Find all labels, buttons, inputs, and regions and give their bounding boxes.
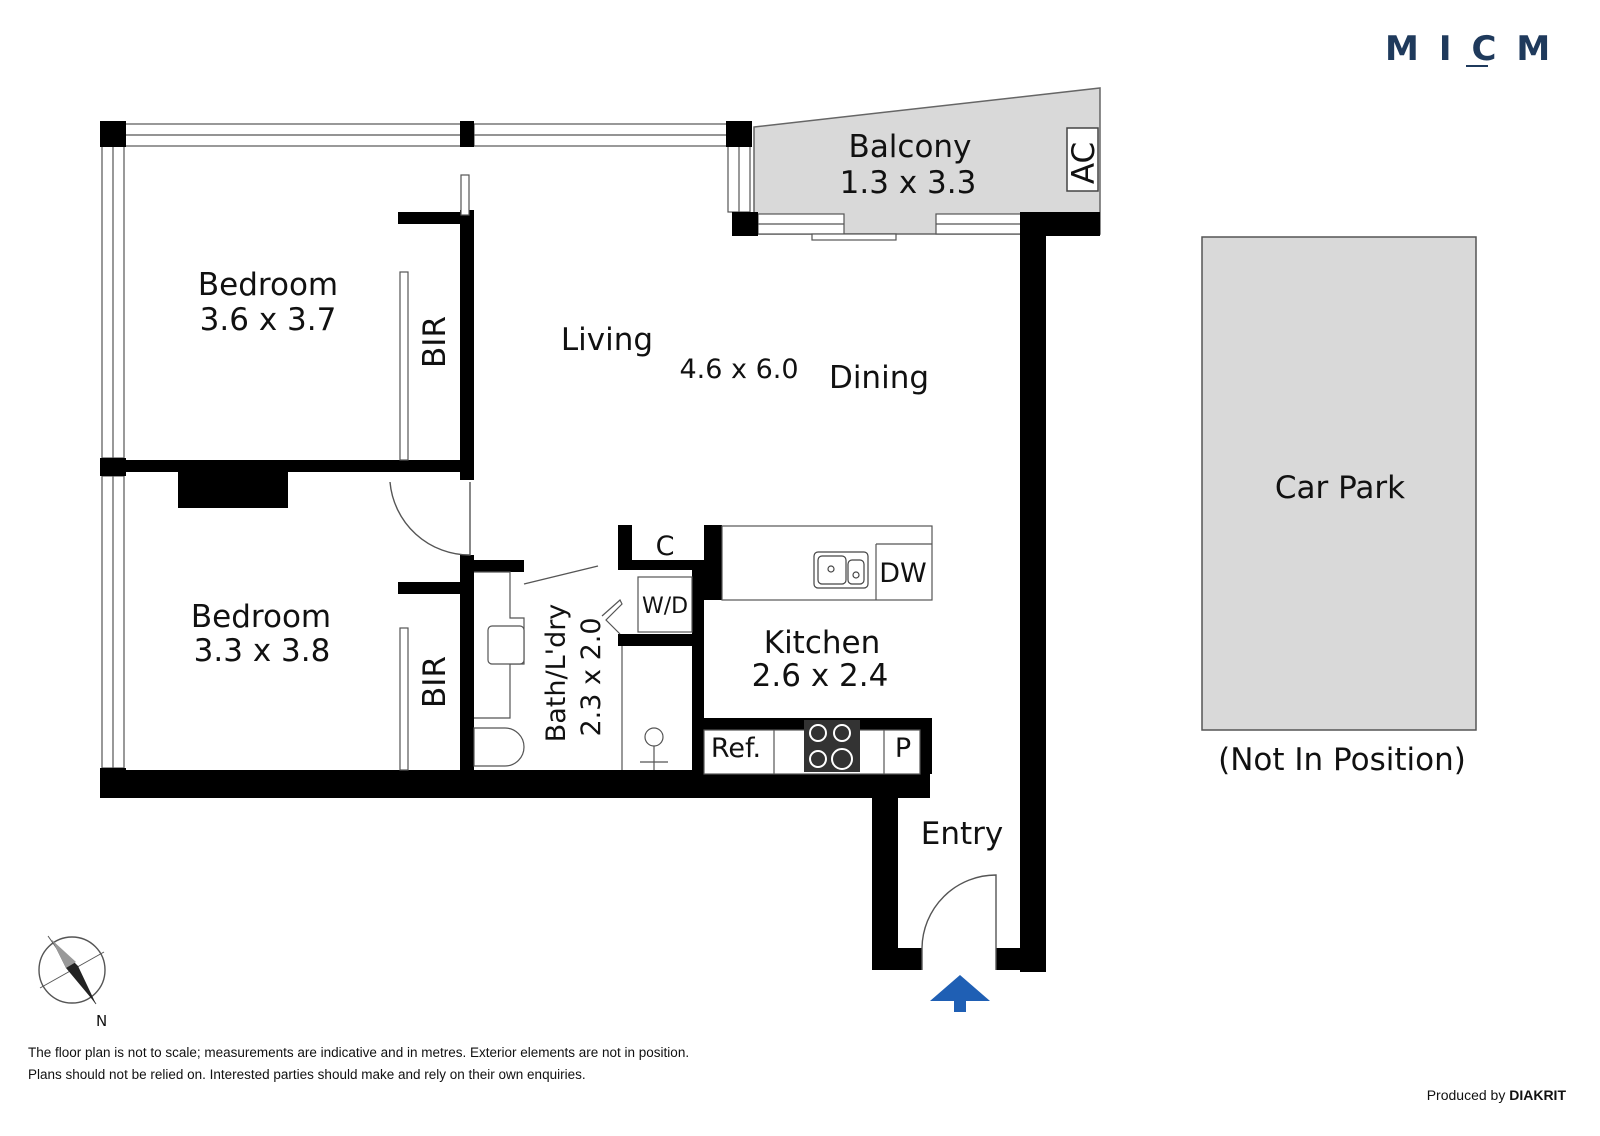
brand-logo: MICM bbox=[1385, 29, 1570, 69]
living-size: 4.6 x 6.0 bbox=[679, 354, 798, 385]
bir2-label: BIR bbox=[417, 656, 453, 708]
entry-label: Entry bbox=[921, 816, 1003, 852]
bedroom2-name: Bedroom bbox=[191, 599, 331, 635]
entry-arrow-icon bbox=[930, 975, 990, 1012]
car-park-note: (Not In Position) bbox=[1218, 742, 1466, 778]
balcony-size: 1.3 x 3.3 bbox=[840, 165, 977, 201]
window-top bbox=[123, 123, 729, 147]
bath-name: Bath/L'dry bbox=[541, 604, 572, 743]
ac-label: AC bbox=[1066, 142, 1102, 184]
credit: Produced by DIAKRIT bbox=[1427, 1087, 1566, 1103]
car-park-name: Car Park bbox=[1275, 470, 1405, 506]
entry-door bbox=[921, 874, 997, 970]
cooktop-icon bbox=[804, 720, 860, 772]
compass-north-label: N bbox=[96, 1012, 107, 1030]
dishwasher-label: DW bbox=[879, 558, 927, 589]
washer-dryer-box bbox=[637, 576, 693, 633]
kitchen-size: 2.6 x 2.4 bbox=[752, 658, 889, 694]
ac-unit bbox=[1066, 127, 1099, 192]
credit-prefix: Produced by bbox=[1426, 1087, 1506, 1103]
bedroom2-size: 3.3 x 3.8 bbox=[194, 633, 331, 669]
bedroom1-size: 3.6 x 3.7 bbox=[200, 302, 337, 338]
living-label: Living bbox=[561, 322, 653, 358]
bedroom1-name: Bedroom bbox=[198, 267, 338, 303]
disclaimer-line-1: The floor plan is not to scale; measurem… bbox=[28, 1045, 690, 1060]
window-balcony bbox=[727, 145, 1023, 241]
cupboard-label: C bbox=[656, 531, 675, 562]
wardrobe-doors bbox=[399, 174, 470, 771]
dining-label: Dining bbox=[829, 360, 929, 396]
pantry-label: P bbox=[895, 733, 911, 764]
walls bbox=[100, 121, 1100, 972]
disclaimer-line-2: Plans should not be relied on. Intereste… bbox=[28, 1067, 586, 1082]
washer-dryer-label: W/D bbox=[642, 594, 688, 619]
window-left bbox=[101, 145, 125, 769]
bath-size: 2.3 x 2.0 bbox=[576, 617, 607, 736]
compass-icon bbox=[38, 935, 106, 1005]
bath-door bbox=[523, 565, 599, 585]
credit-company: DIAKRIT bbox=[1509, 1087, 1566, 1103]
corner-post bbox=[100, 121, 126, 131]
bath-fixtures bbox=[473, 571, 668, 770]
bir1-label: BIR bbox=[417, 316, 453, 368]
sink-icon bbox=[813, 551, 869, 589]
car-park-area bbox=[1201, 236, 1477, 731]
balcony-name: Balcony bbox=[849, 129, 972, 165]
fridge-label: Ref. bbox=[711, 733, 761, 764]
bedroom-door-swing bbox=[389, 481, 471, 556]
kitchen-name: Kitchen bbox=[764, 625, 881, 661]
